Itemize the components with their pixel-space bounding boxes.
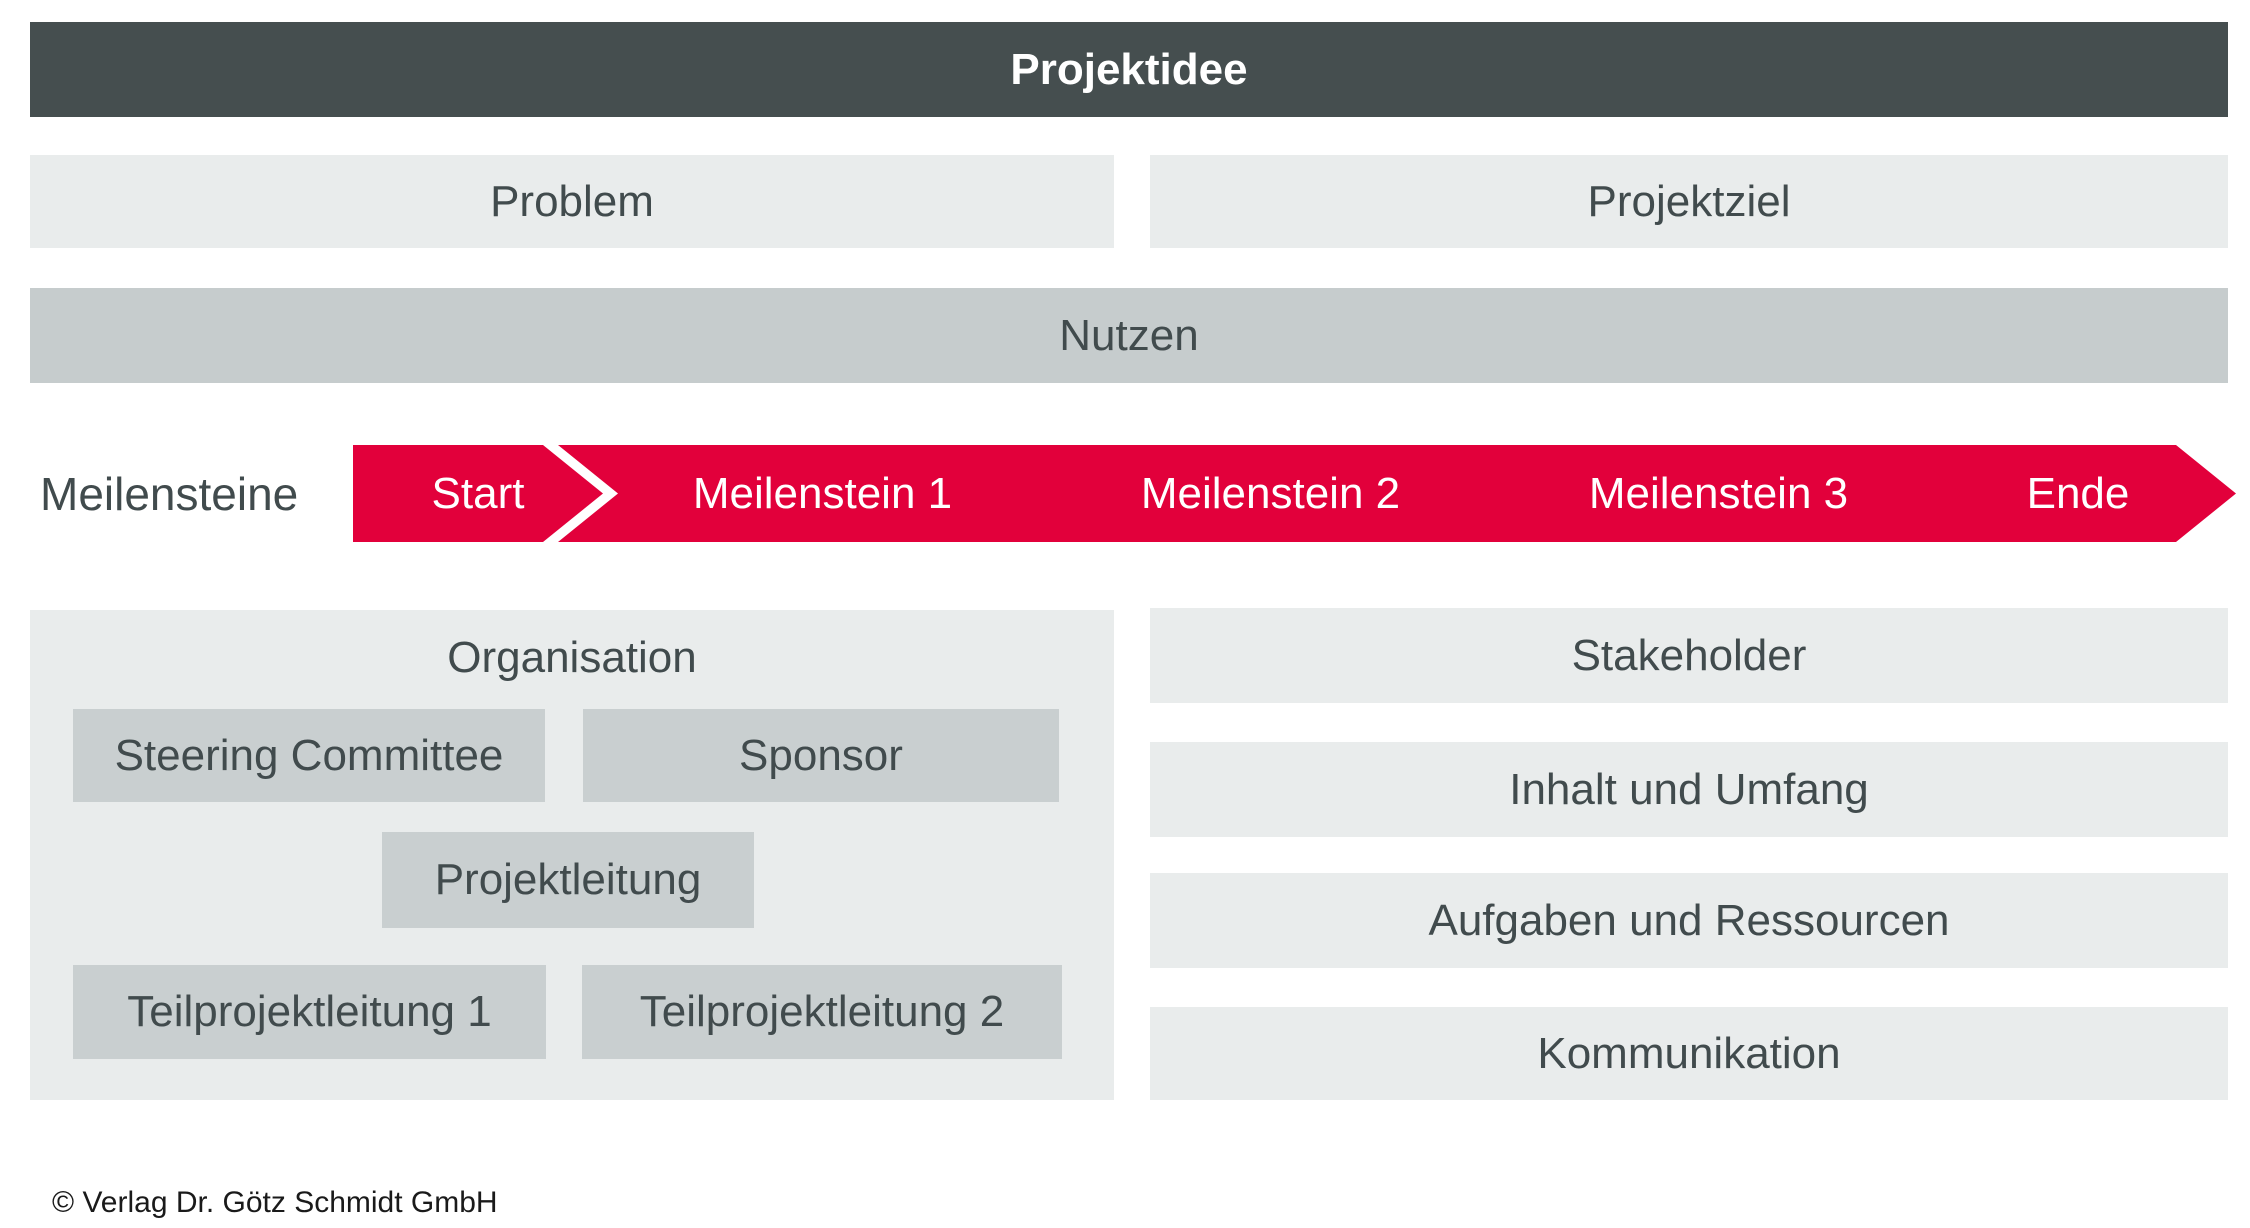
projektziel-box: Projektziel <box>1150 155 2228 248</box>
organisation-title-text: Organisation <box>447 633 697 682</box>
problem-label: Problem <box>490 176 654 226</box>
milestones-row-label: Meilensteine <box>40 445 298 542</box>
copyright-text: © Verlag Dr. Götz Schmidt GmbH <box>52 1186 498 1219</box>
milestone-arrow-3: Meilenstein 3 <box>1454 445 1965 542</box>
sponsor-box: Sponsor <box>583 709 1059 802</box>
teilprojektleitung-2-box: Teilprojektleitung 2 <box>582 965 1062 1059</box>
milestone-3-label: Meilenstein 3 <box>1588 468 1849 518</box>
nutzen-label: Nutzen <box>1059 310 1199 360</box>
milestone-arrow-1: Meilenstein 1 <box>558 445 1069 542</box>
milestones-label-text: Meilensteine <box>40 467 299 520</box>
milestone-arrow-2: Meilenstein 2 <box>1006 445 1517 542</box>
milestone-2-label: Meilenstein 2 <box>1140 468 1401 518</box>
stakeholder-box: Stakeholder <box>1150 608 2228 703</box>
stakeholder-label: Stakeholder <box>1571 630 1807 680</box>
nutzen-box: Nutzen <box>30 288 2228 383</box>
steering-committee-label: Steering Committee <box>114 730 504 780</box>
milestone-start-label: Start <box>431 468 525 518</box>
milestone-ende-label: Ende <box>2026 468 2130 518</box>
teilprojektleitung-1-box: Teilprojektleitung 1 <box>73 965 546 1059</box>
inhalt-und-umfang-box: Inhalt und Umfang <box>1150 742 2228 837</box>
projektleitung-label: Projektleitung <box>434 855 702 904</box>
milestone-1-label: Meilenstein 1 <box>692 468 953 518</box>
header-bar: Projektidee <box>30 22 2228 117</box>
page-title: Projektidee <box>1010 44 1248 94</box>
projektziel-label: Projektziel <box>1587 176 1791 226</box>
organisation-title: Organisation <box>30 628 1114 688</box>
aufgaben-und-ressourcen-label: Aufgaben und Ressourcen <box>1428 895 1950 945</box>
steering-committee-box: Steering Committee <box>73 709 545 802</box>
kommunikation-box: Kommunikation <box>1150 1007 2228 1100</box>
projektleitung-box: Projektleitung <box>382 832 754 928</box>
sponsor-label: Sponsor <box>739 730 903 780</box>
inhalt-und-umfang-label: Inhalt und Umfang <box>1509 764 1869 814</box>
teilprojektleitung-2-label: Teilprojektleitung 2 <box>639 987 1005 1036</box>
problem-box: Problem <box>30 155 1114 248</box>
copyright-note: © Verlag Dr. Götz Schmidt GmbH <box>52 1186 498 1220</box>
organisation-container: Organisation Steering Committee Sponsor … <box>30 610 1114 1100</box>
aufgaben-und-ressourcen-box: Aufgaben und Ressourcen <box>1150 873 2228 968</box>
milestone-arrow-start: Start <box>353 445 603 542</box>
kommunikation-label: Kommunikation <box>1537 1028 1841 1078</box>
teilprojektleitung-1-label: Teilprojektleitung 1 <box>127 987 492 1036</box>
